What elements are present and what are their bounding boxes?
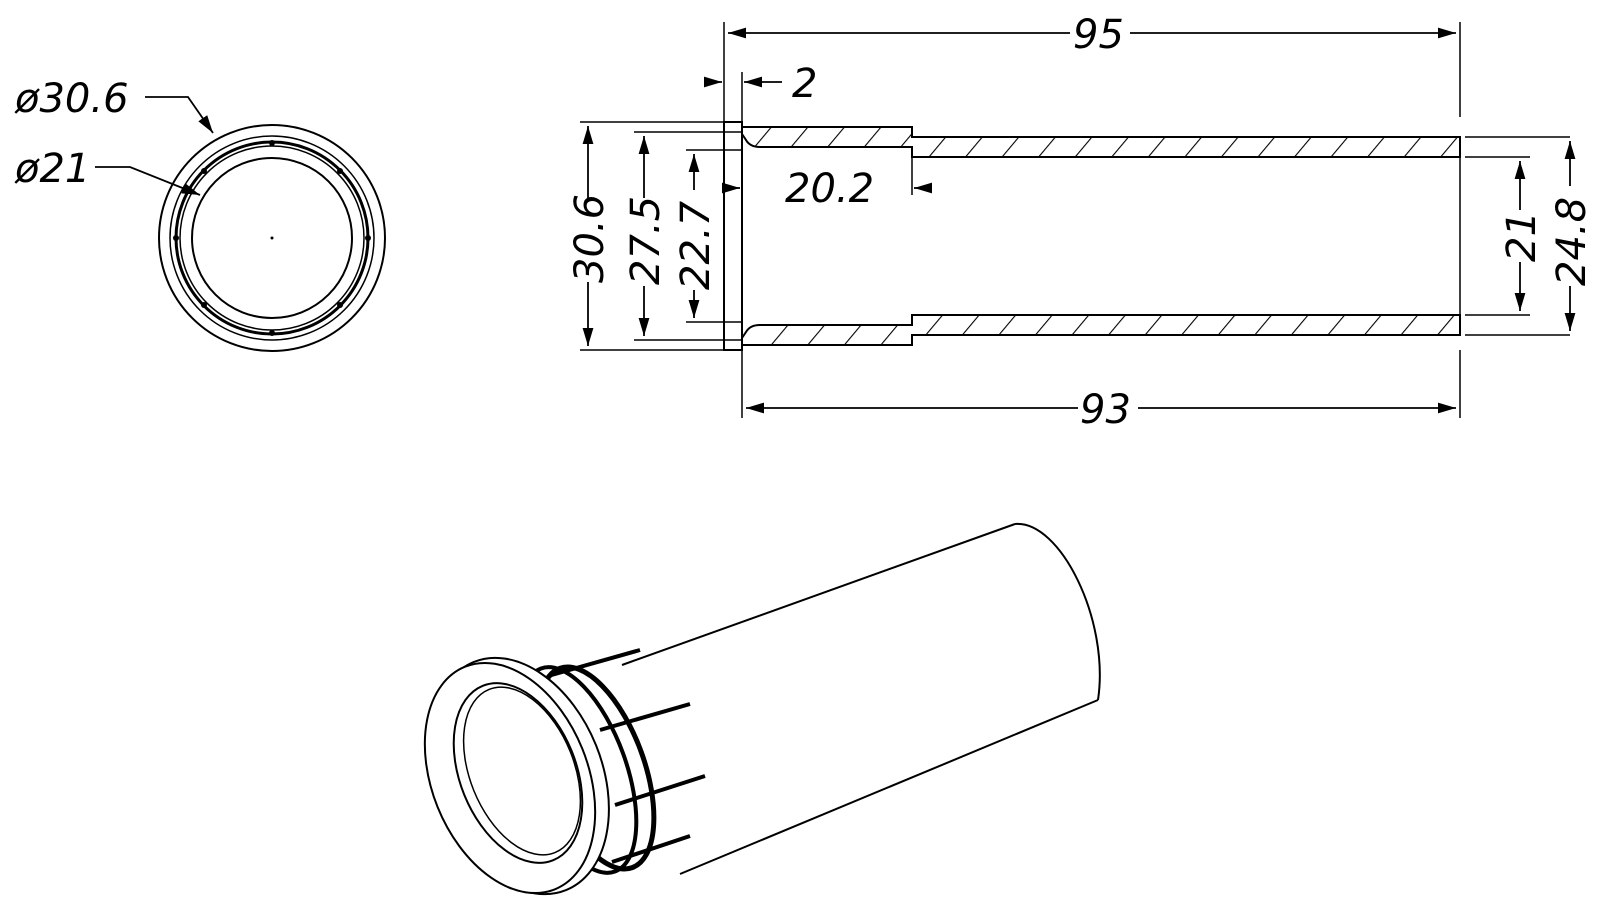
flange-section [723, 121, 743, 351]
dim-inner-diameter: 21 [1499, 211, 1545, 262]
inner-diameter-label: ø21 [14, 146, 90, 192]
dim-outer-diameter: 24.8 [1549, 197, 1595, 286]
dim-flange-diameter: 30.6 [567, 194, 613, 283]
dim-collar-diameter: 27.5 [623, 196, 669, 285]
center-point [270, 236, 274, 240]
dim-bore-entry-diameter: 22.7 [673, 200, 719, 290]
rib-dots [173, 140, 371, 336]
top-wall-section [741, 126, 1461, 158]
bottom-wall-section [741, 314, 1461, 346]
isometric-view [423, 522, 1101, 896]
collar-circle [169, 135, 375, 341]
inner-diameter-leader [95, 166, 201, 196]
section-view: 95 2 20.2 93 30.6 27.5 22.7 21 [567, 12, 1595, 433]
dim-flange-thickness: 2 [792, 61, 817, 107]
dim-collar-length: 20.2 [785, 166, 874, 212]
tube-far-end [1014, 522, 1101, 701]
dim-tube-length: 93 [1080, 387, 1131, 433]
outer-diameter-label: ø30.6 [14, 76, 129, 122]
outer-diameter-leader [145, 96, 214, 134]
bore-opening [452, 682, 584, 864]
bore-circle [191, 157, 353, 319]
flange-outer-circle [158, 124, 386, 352]
front-view: ø30.6 ø21 [14, 76, 386, 352]
dim-overall-length: 95 [1073, 12, 1124, 58]
bore-inner-edge [462, 686, 582, 856]
